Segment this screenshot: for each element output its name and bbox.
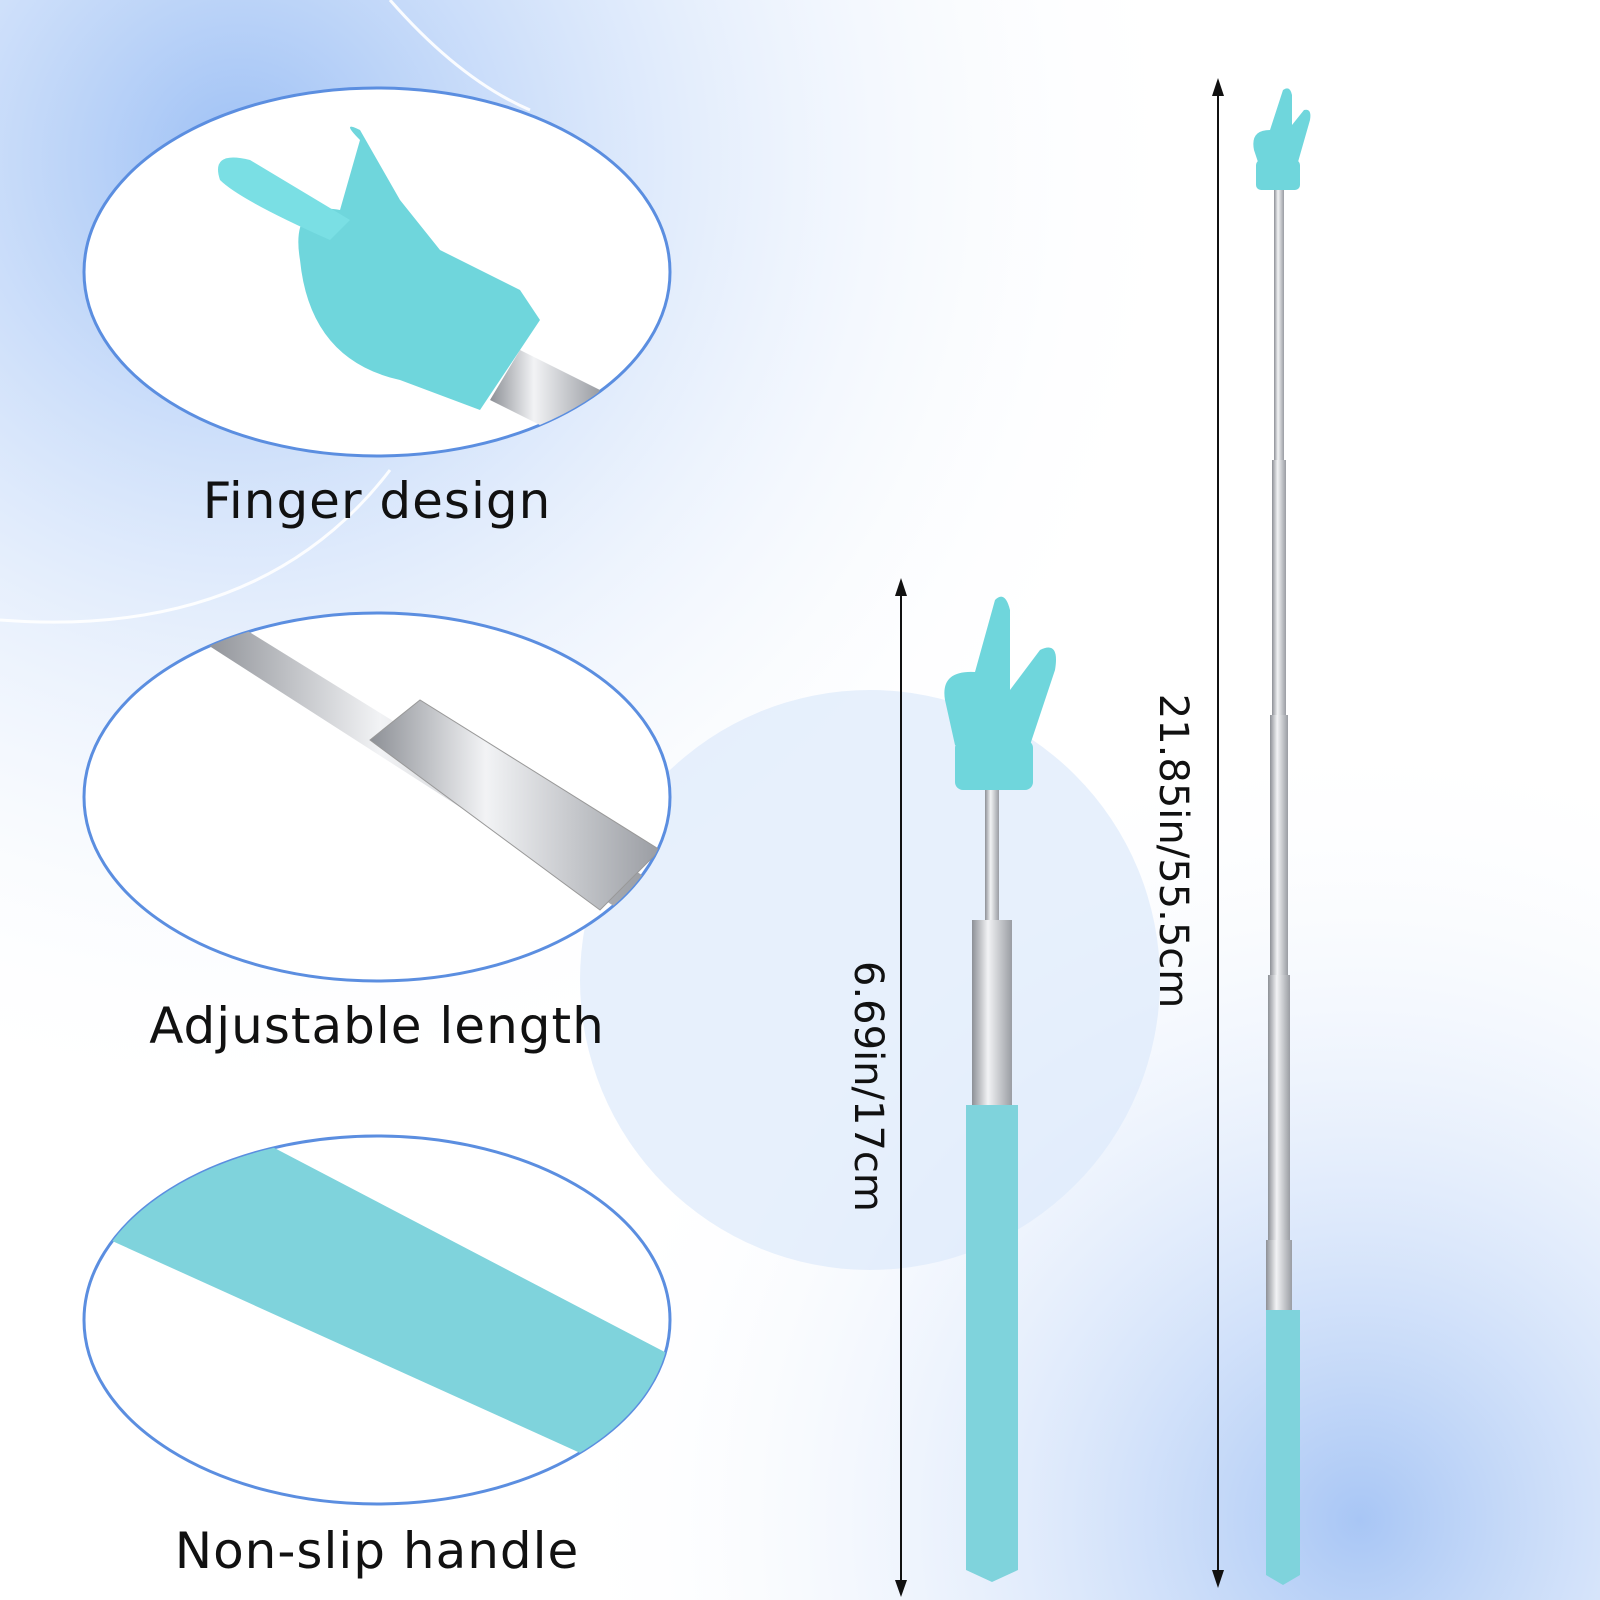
finger-detail-ellipse xyxy=(82,86,672,458)
retracted-pointer xyxy=(944,596,1056,1582)
extended-dimension-arrow xyxy=(1212,78,1224,1588)
retracted-length-text: 6.69in/17cm xyxy=(845,961,891,1212)
feature-label-length: Adjustable length xyxy=(149,997,605,1055)
retracted-dimension-arrow xyxy=(895,578,907,1597)
feature-label-finger: Finger design xyxy=(202,472,552,530)
telescopic-detail-ellipse xyxy=(82,611,672,983)
extended-length-text: 21.85in/55.5cm xyxy=(1150,693,1196,1009)
extended-pointer xyxy=(1253,88,1311,1585)
feature-label-handle: Non-slip handle xyxy=(174,1522,580,1580)
handle-detail-ellipse xyxy=(82,1134,672,1506)
